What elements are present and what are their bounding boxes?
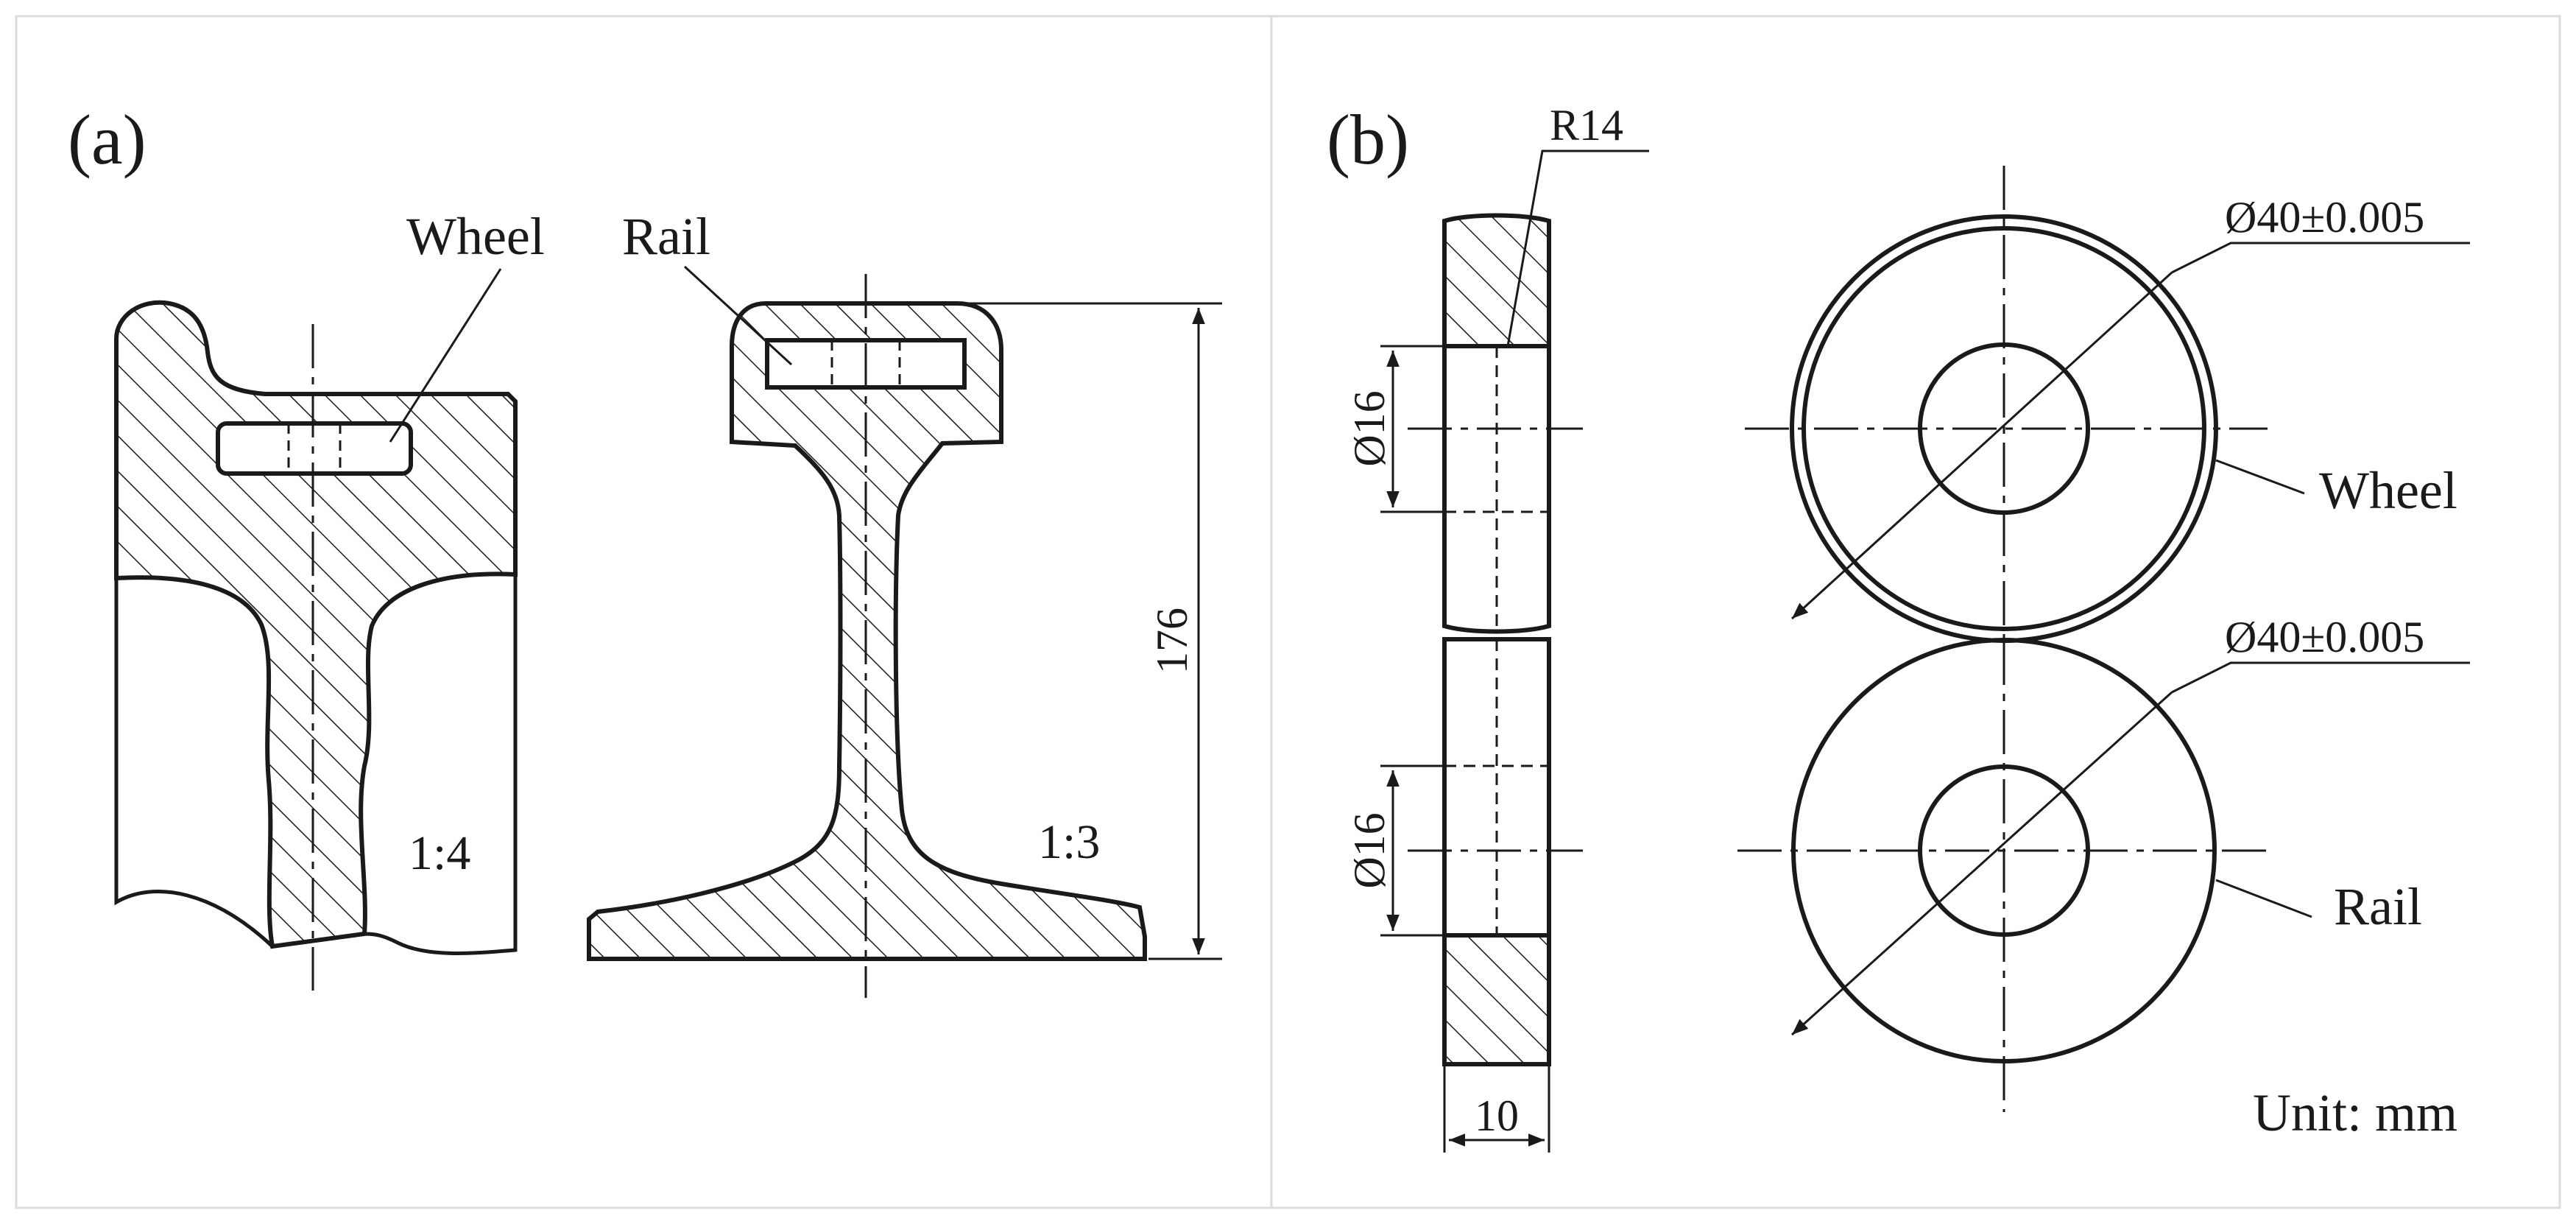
unit-note: Unit: mm [2253,1083,2457,1142]
wheel-scale: 1:4 [409,826,470,880]
wheel-section: Wheel 1:4 [114,207,545,991]
front-view-rail: Ø40±0.005 Rail [1737,613,2470,1112]
rail-label: Rail [622,207,710,266]
front-view-wheel: Ø40±0.005 Wheel [1745,166,2470,648]
rail-section: Rail 1:3 176 [587,207,1222,998]
rail-diameter-line [1790,691,2173,1036]
radius-value: R14 [1550,101,1623,150]
wheel-view-label: Wheel [2319,461,2457,520]
thickness-value: 10 [1475,1091,1519,1140]
rail-view-leader [2215,879,2312,918]
wheel-diameter-value: Ø40±0.005 [2225,193,2424,242]
wheel-view-leader [2215,459,2305,495]
wheel-label: Wheel [406,207,545,266]
bore-bottom-value: Ø16 [1345,812,1394,888]
wheel-leader [389,268,502,443]
wheel-disc-hatched [1442,213,1551,348]
side-view-wheel-disc: Ø16 R14 [1345,101,1649,634]
rail-diameter-value: Ø40±0.005 [2225,613,2424,661]
panel-b-tag: (b) [1327,100,1409,179]
rail-scale: 1:3 [1038,815,1100,869]
rail-diameter-leader [2171,661,2470,694]
wheel-specimen [216,421,413,476]
rail-view-label: Rail [2334,877,2422,936]
wheel-diameter-line [1790,271,2173,620]
rail-height-value: 176 [1148,608,1196,674]
wheel-disc-outline [1442,346,1551,634]
side-view-rail-disc: Ø16 10 [1345,637,1583,1153]
panel-a-tag: (a) [68,100,147,179]
rail-disc-hatched [1442,933,1551,1066]
panel-b-border [1270,15,2561,1209]
radius-leader [1506,150,1649,347]
wheel-outline-left [114,578,274,948]
wheel-diameter-leader [2171,242,2470,274]
panel-a-border [15,15,1273,1209]
rail-leader [683,265,793,366]
wheel-outline-right [364,574,518,955]
bore-top-value: Ø16 [1345,390,1394,466]
